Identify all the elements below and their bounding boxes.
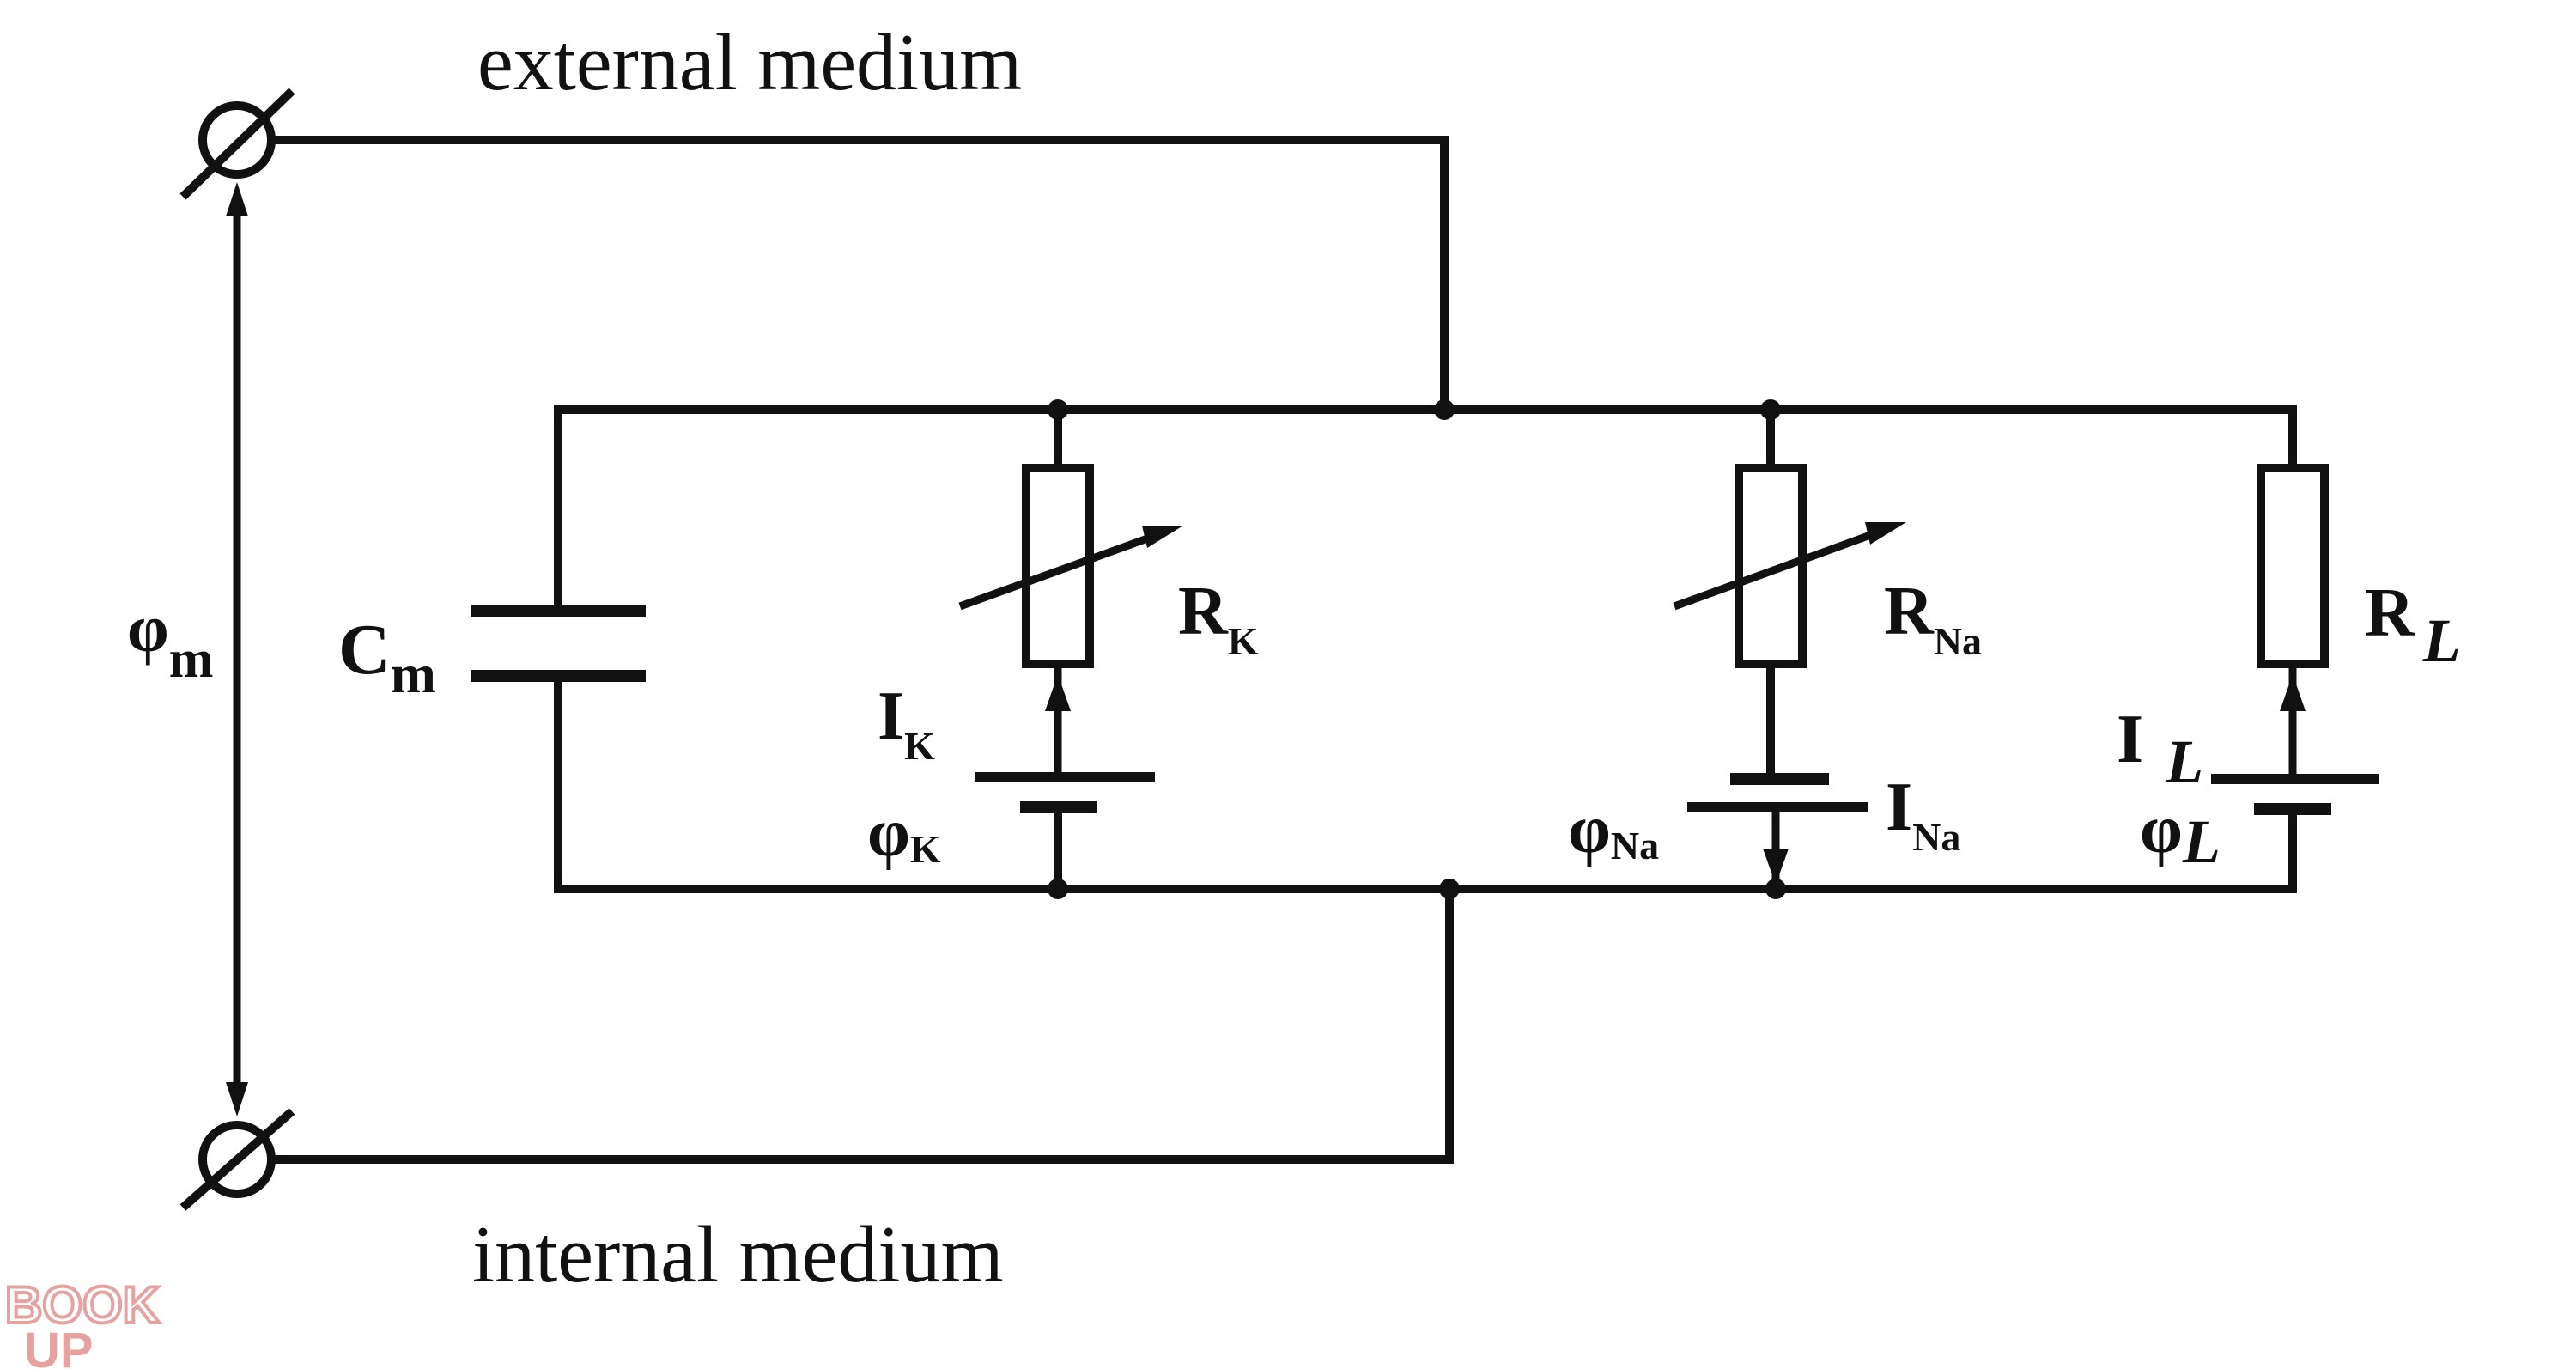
variable-arrow-k-icon: [958, 530, 1161, 611]
variable-resistor-k-icon: [1022, 464, 1094, 668]
i-na-label: INa: [1886, 770, 1960, 859]
i-k-label: IK: [878, 678, 935, 768]
junction-dot: [1765, 879, 1786, 899]
current-arrow-l-icon: [2280, 674, 2306, 711]
phi-m-label: φm: [127, 591, 213, 689]
membrane-potential-arrow-icon: [226, 182, 248, 1116]
phi-l-label: φL: [2140, 792, 2221, 876]
r-na-label: RNa: [1884, 574, 1982, 663]
watermark-line1: BOOK: [5, 1276, 160, 1334]
phi-k-label: φK: [867, 795, 941, 871]
watermark-line2: UP: [24, 1323, 94, 1369]
sodium-branch: [1673, 405, 1906, 885]
internal-medium-wire: [270, 885, 1454, 1164]
phi-na-label: φNa: [1568, 792, 1659, 867]
external-medium-wire: [270, 136, 1449, 414]
bottom-terminal-icon: [179, 1108, 295, 1211]
internal-medium-label: internal medium: [472, 1210, 1004, 1299]
external-medium-label: external medium: [477, 18, 1022, 107]
variable-arrow-na-icon: [1673, 526, 1884, 611]
potassium-branch: [958, 405, 1183, 893]
leakage-branch: [2211, 405, 2379, 893]
current-arrow-k-icon: [1045, 674, 1071, 711]
c-m-label: Cm: [338, 610, 436, 704]
r-k-label: RK: [1178, 574, 1259, 663]
watermark-logo: BOOK UP: [3, 1275, 161, 1369]
junction-dot: [1434, 399, 1455, 420]
resistor-l-icon: [2257, 464, 2329, 668]
capacitor-icon: [471, 405, 646, 893]
current-arrow-na-icon: [1763, 849, 1789, 885]
junction-dot: [1439, 879, 1460, 899]
top-terminal-icon: [179, 88, 295, 200]
